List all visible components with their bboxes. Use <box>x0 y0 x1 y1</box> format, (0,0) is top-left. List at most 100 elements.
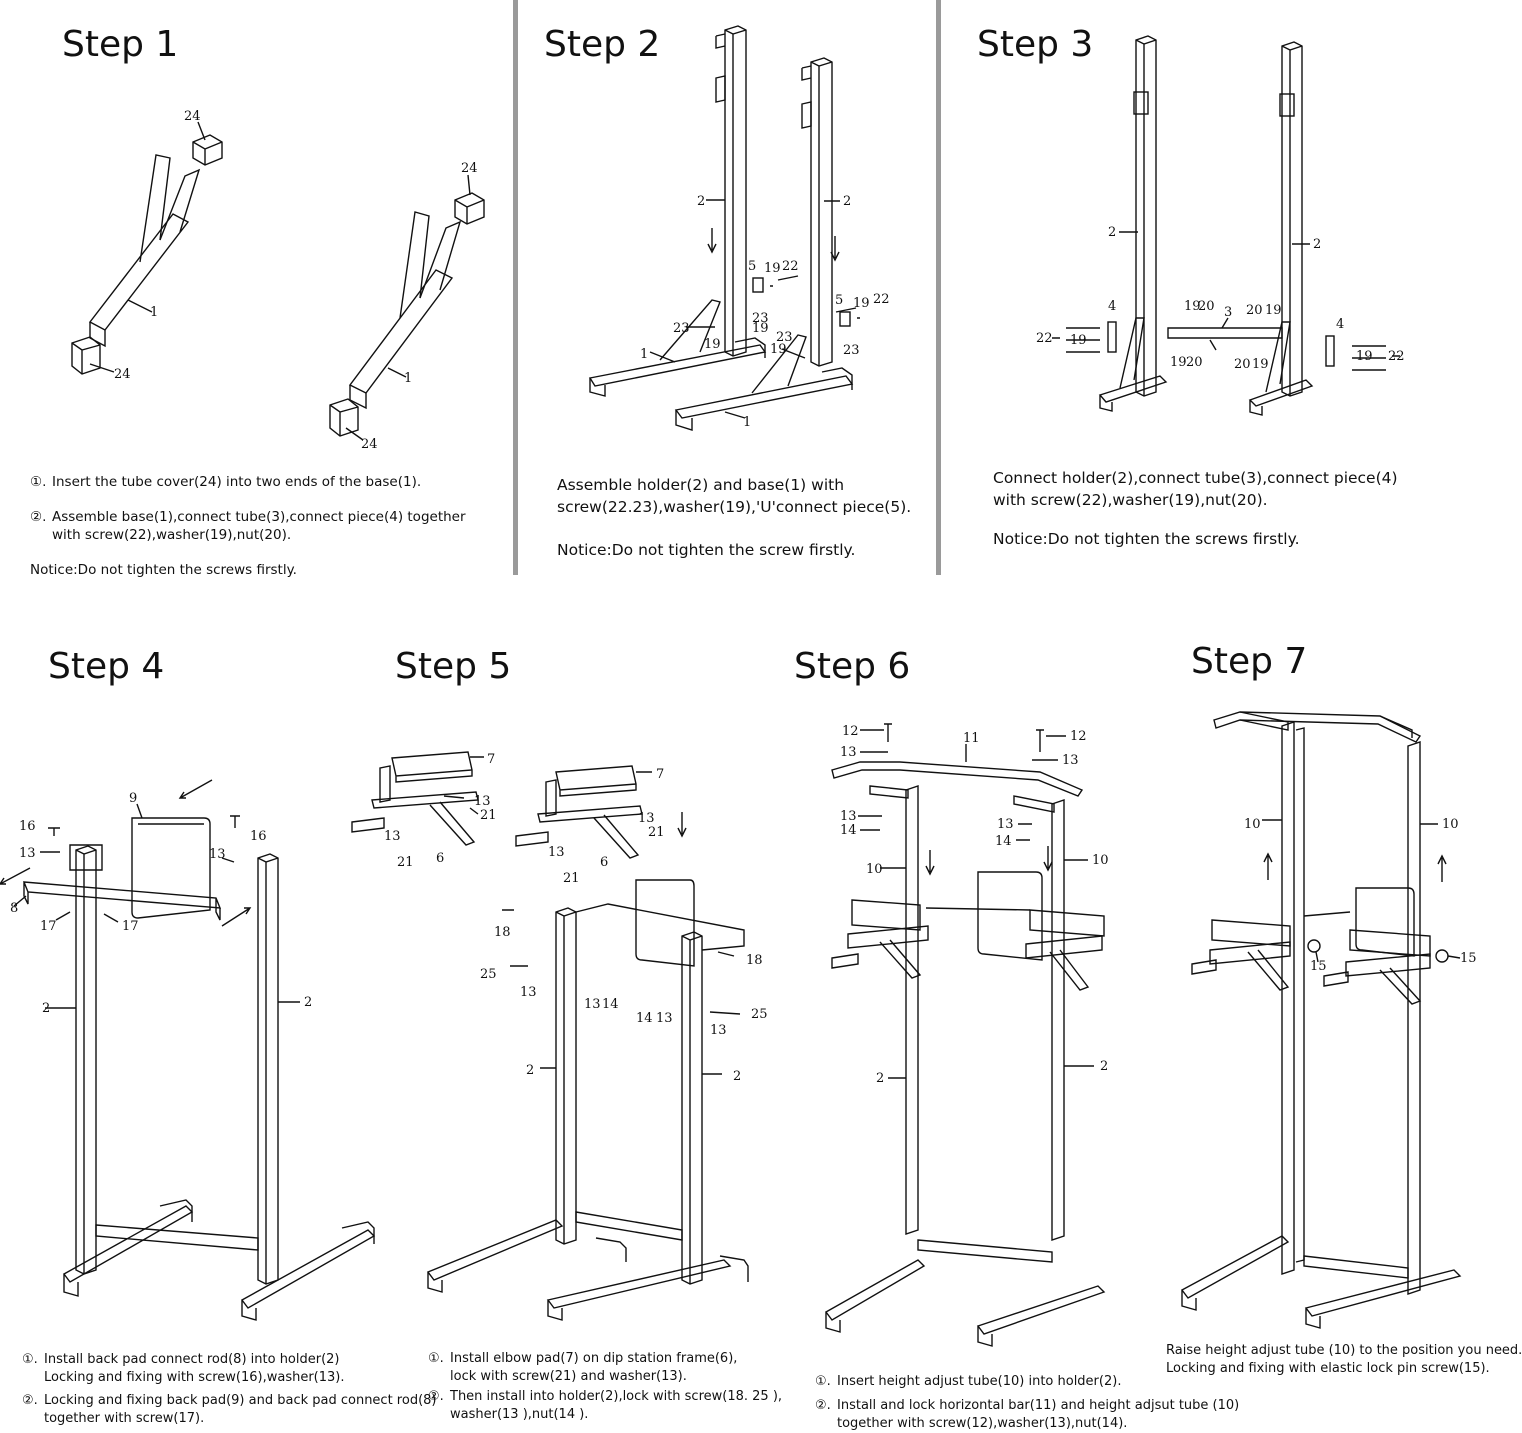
part-label: 12 <box>1070 729 1087 744</box>
desc-line: Assemble holder(2) and base(1) with <box>557 476 845 494</box>
part-label: 7 <box>656 767 664 782</box>
step-1-note-2: ②.Assemble base(1),connect tube(3),conne… <box>30 508 466 544</box>
part-label: 2 <box>1108 225 1116 240</box>
note-marker: ①. <box>428 1351 444 1366</box>
step-title: Step 3 <box>977 24 1094 65</box>
part-label: 19 <box>764 261 781 276</box>
note-marker: ①. <box>30 474 47 490</box>
part-label: 22 <box>1388 349 1405 364</box>
note-text-cont: with screw(22),washer(19),nut(20). <box>52 527 292 543</box>
step-title: Step 4 <box>48 646 165 687</box>
note-text-cont: together with screw(12),washer(13),nut(1… <box>837 1416 1128 1431</box>
note-text-cont: lock with screw(21) and washer(13). <box>450 1369 687 1384</box>
note-marker: ②. <box>30 509 47 525</box>
part-label: 19 <box>770 342 787 357</box>
part-label: 10 <box>1244 817 1261 832</box>
part-label: 22 <box>873 292 890 307</box>
note-marker: ①. <box>22 1352 38 1367</box>
part-label: 13 <box>474 794 491 809</box>
part-label: 19 <box>704 337 721 352</box>
part-label: 25 <box>480 967 497 982</box>
part-label: 17 <box>40 919 57 934</box>
step-4-diagram: 9 16 13 16 13 8 17 17 2 2 <box>0 779 376 1321</box>
part-label: 13 <box>710 1023 727 1038</box>
part-label: 2 <box>42 1001 50 1016</box>
step-1-diagram: 24 1 24 24 1 24 <box>71 109 485 452</box>
part-label: 19 <box>1356 349 1373 364</box>
part-label: 1 <box>743 415 751 430</box>
note-text: Insert the tube cover(24) into two ends … <box>52 474 422 490</box>
note-text-cont: washer(13 ),nut(14 ). <box>450 1407 589 1422</box>
part-label: 19 <box>853 296 870 311</box>
step-4-note-1: ①. Install back pad connect rod(8) into h… <box>22 1351 345 1387</box>
part-label: 13 <box>584 997 601 1012</box>
part-label: 15 <box>1460 951 1477 966</box>
part-label: 19 <box>1170 355 1187 370</box>
step-title: Step 1 <box>62 24 179 65</box>
part-label: 13 <box>520 985 537 1000</box>
note-text: Insert height adjust tube(10) into holde… <box>837 1374 1122 1389</box>
step-7-desc: Raise height adjust tube (10) to the pos… <box>1166 1342 1522 1378</box>
part-label: 10 <box>1442 817 1459 832</box>
part-label: 13 <box>19 846 36 861</box>
part-label: 22 <box>1036 331 1053 346</box>
step-1-note-1: ①. Insert the tube cover(24) into two end… <box>30 473 421 491</box>
part-label: 2 <box>526 1063 534 1078</box>
part-label: 13 <box>209 847 226 862</box>
note-text: Locking and fixing back pad(9) and back … <box>44 1393 437 1408</box>
part-label: 16 <box>19 819 36 834</box>
note-text: Then install into holder(2),lock with sc… <box>450 1389 783 1404</box>
note-text-cont: together with screw(17). <box>44 1411 205 1426</box>
part-label: 24 <box>461 161 478 176</box>
part-label: 13 <box>384 829 401 844</box>
part-label: 2 <box>1313 237 1321 252</box>
note-marker: ①. <box>815 1374 831 1389</box>
step-2-desc: Assemble holder(2) and base(1) with scre… <box>557 474 911 518</box>
step-3-notice: Notice:Do not tighten the screws firstly… <box>993 530 1300 548</box>
part-label: 4 <box>1108 299 1116 314</box>
part-label: 21 <box>648 825 665 840</box>
part-label: 10 <box>866 862 883 877</box>
part-label: 4 <box>1336 317 1344 332</box>
part-label: 22 <box>782 259 799 274</box>
step-7-diagram: 10 10 15 15 <box>1180 711 1477 1329</box>
part-label: 13 <box>997 817 1014 832</box>
part-label: 23 <box>752 311 769 326</box>
part-label: 13 <box>548 845 565 860</box>
part-label: 24 <box>114 367 131 382</box>
step-2-notice: Notice:Do not tighten the screw firstly. <box>557 541 856 559</box>
part-label: 23 <box>843 343 860 358</box>
part-label: 6 <box>436 851 444 866</box>
step-title: Step 7 <box>1191 641 1308 682</box>
part-label: 19 <box>1252 357 1269 372</box>
part-label: 18 <box>494 925 511 940</box>
part-label: 5 <box>835 293 843 308</box>
part-label: 1 <box>404 371 412 386</box>
part-label: 24 <box>361 437 378 452</box>
part-label: 13 <box>656 1011 673 1026</box>
part-label: 24 <box>184 109 201 124</box>
part-label: 16 <box>250 829 267 844</box>
part-label: 1 <box>150 305 158 320</box>
part-label: 2 <box>843 194 851 209</box>
part-label: 23 <box>673 321 690 336</box>
step-1-notice: Notice:Do not tighten the screws firstly… <box>30 562 297 578</box>
part-label: 19 <box>1265 303 1282 318</box>
part-label: 20 <box>1234 357 1251 372</box>
part-label: 20 <box>1198 299 1215 314</box>
part-label: 21 <box>480 808 497 823</box>
divider-step2-step3 <box>936 0 941 575</box>
note-text: Install back pad connect rod(8) into hol… <box>44 1352 340 1367</box>
part-label: 14 <box>602 997 619 1012</box>
part-label: 21 <box>563 871 580 886</box>
step-4-note-2: ②.Locking and fixing back pad(9) and bac… <box>22 1392 436 1428</box>
step-5-note-1: ①. Install elbow pad(7) on dip station fr… <box>428 1350 737 1386</box>
step-6-note-1: ①. Insert height adjust tube(10) into hol… <box>815 1373 1121 1391</box>
note-text: Install elbow pad(7) on dip station fram… <box>450 1351 738 1366</box>
part-label: 14 <box>995 834 1012 849</box>
part-label: 1 <box>640 347 648 362</box>
part-label: 15 <box>1310 959 1327 974</box>
part-label: 13 <box>840 745 857 760</box>
desc-line: Locking and fixing with elastic lock pin… <box>1166 1361 1490 1376</box>
part-label: 2 <box>697 194 705 209</box>
